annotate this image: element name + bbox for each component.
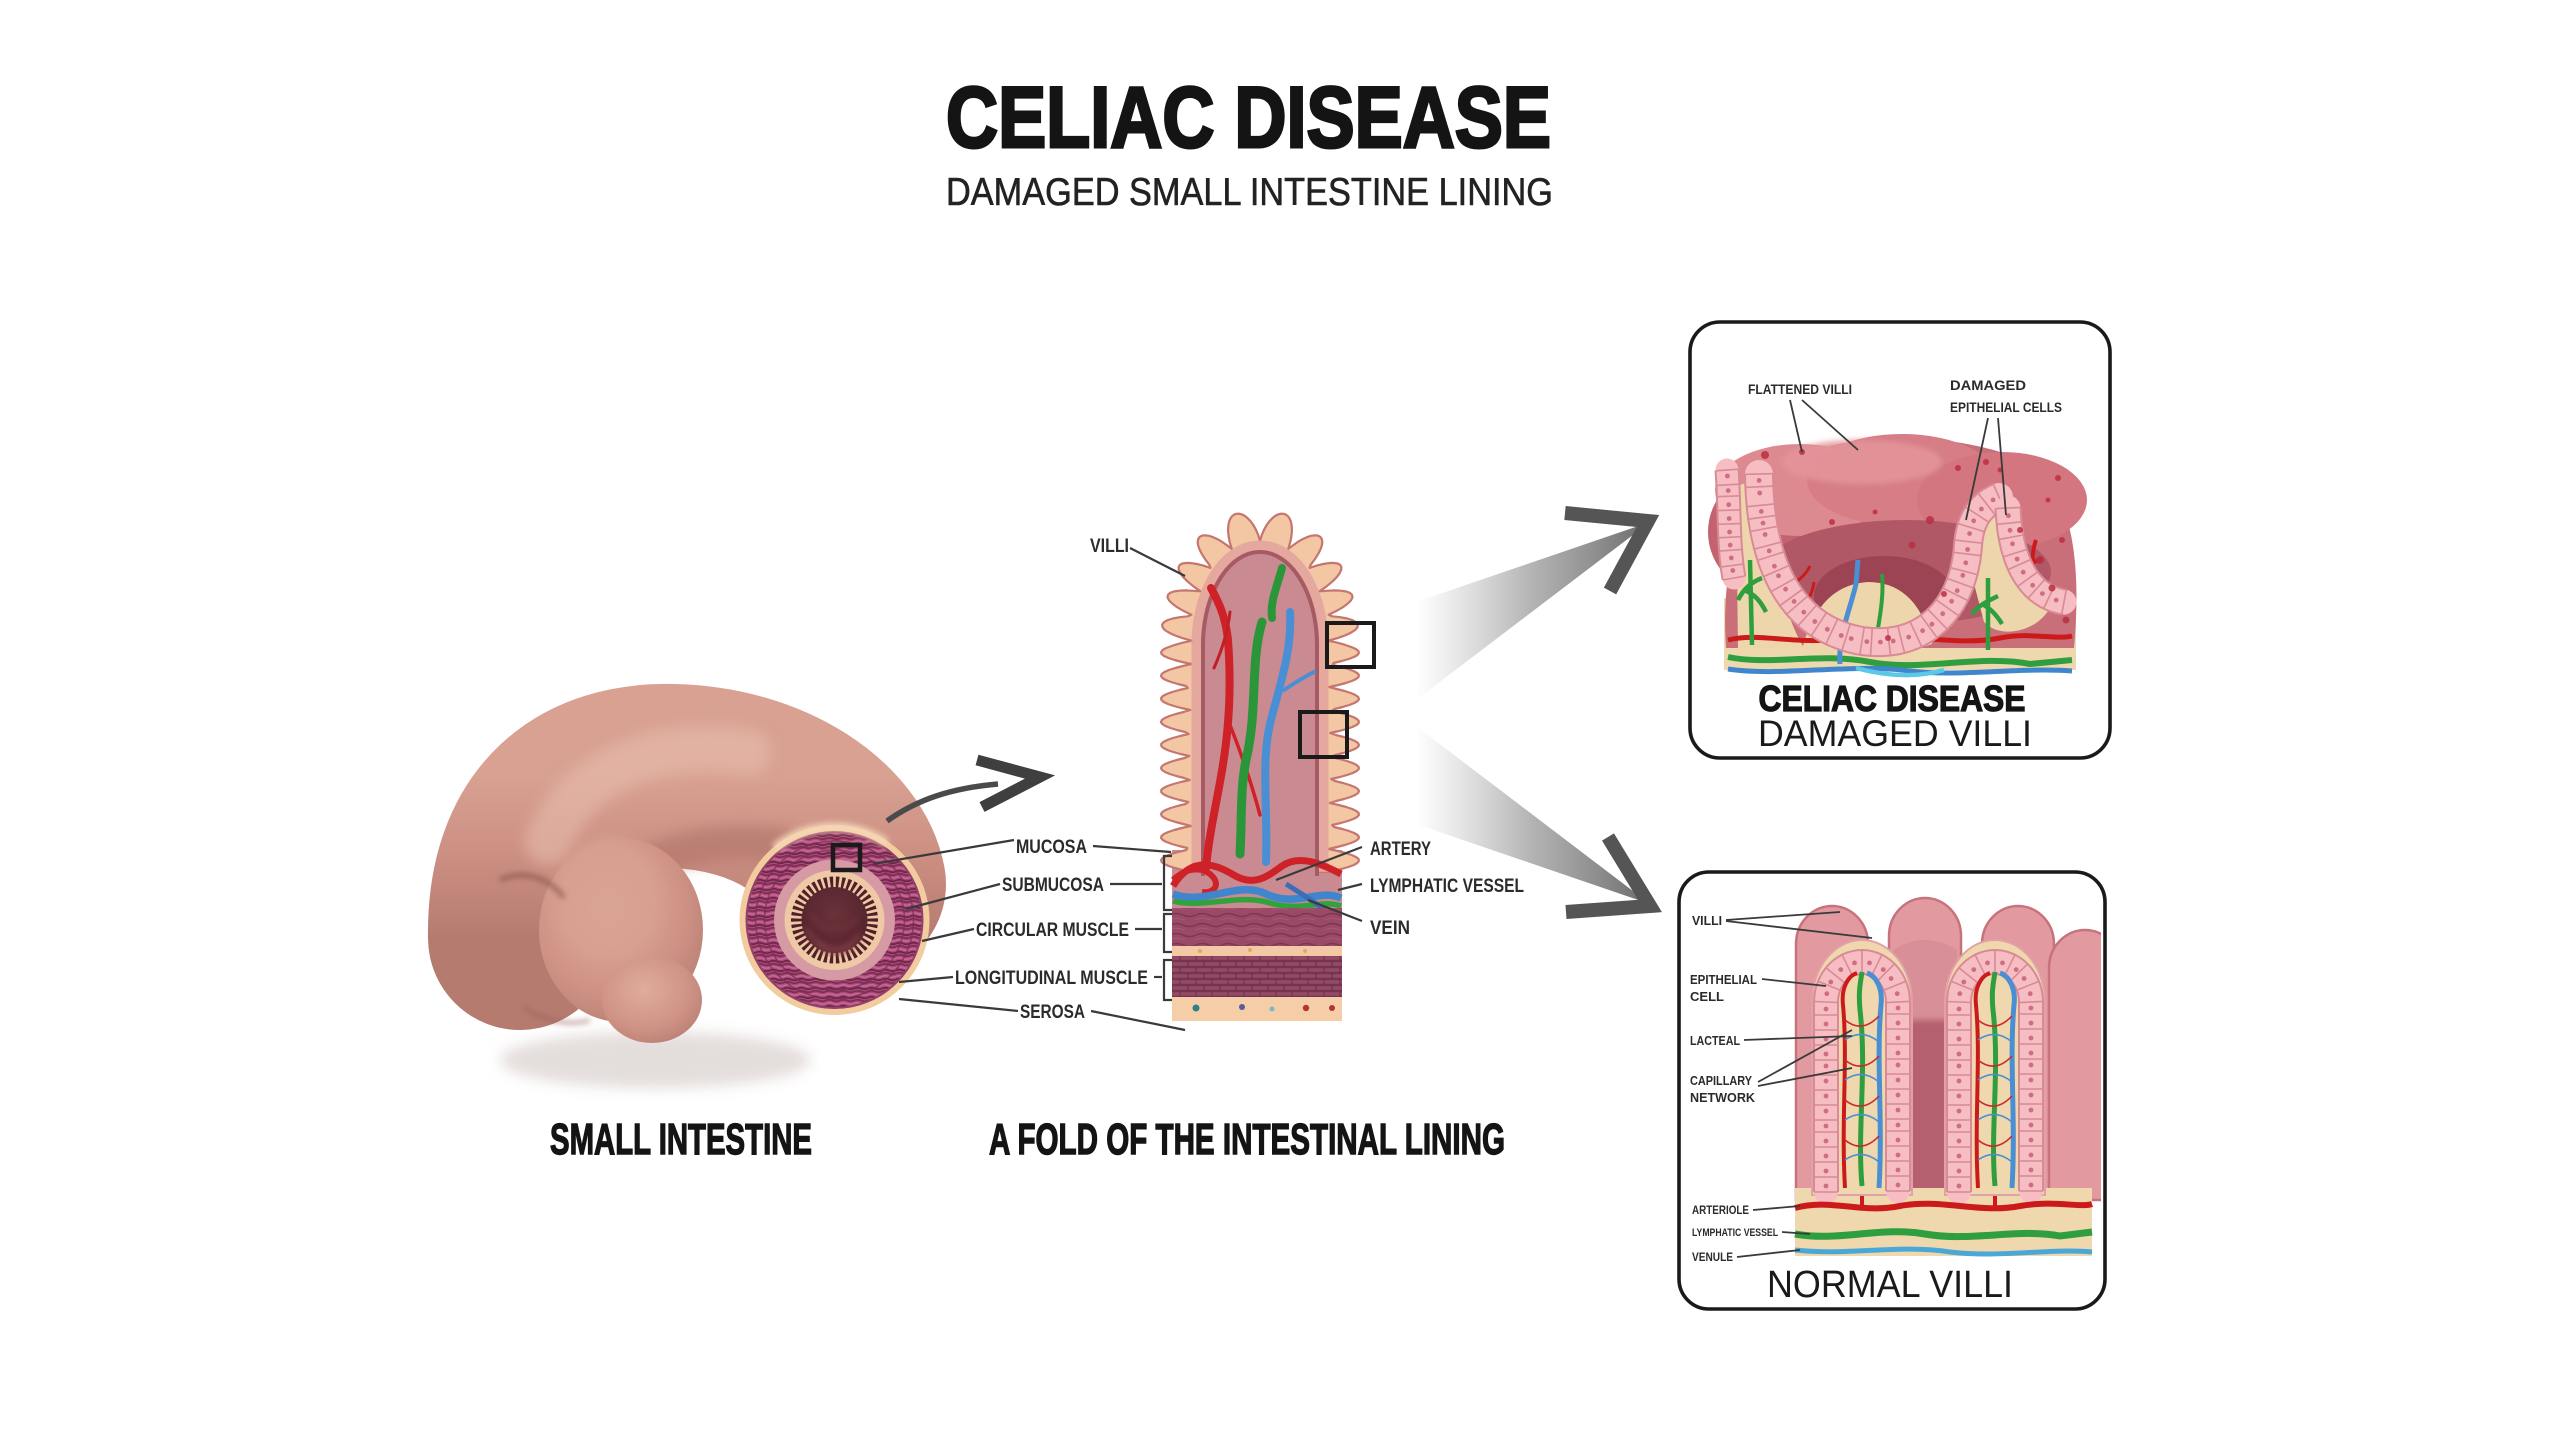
svg-text:VEIN: VEIN bbox=[1370, 918, 1410, 939]
svg-text:MUCOSA: MUCOSA bbox=[1016, 837, 1087, 858]
svg-text:NORMAL VILLI: NORMAL VILLI bbox=[1767, 1264, 2013, 1306]
svg-text:FLATTENED VILLI: FLATTENED VILLI bbox=[1748, 381, 1852, 397]
svg-text:ARTERY: ARTERY bbox=[1370, 839, 1431, 860]
svg-text:VILLI: VILLI bbox=[1692, 913, 1722, 928]
svg-text:CAPILLARY: CAPILLARY bbox=[1690, 1073, 1752, 1088]
svg-text:LYMPHATIC VESSEL: LYMPHATIC VESSEL bbox=[1692, 1227, 1778, 1239]
svg-text:CIRCULAR MUSCLE: CIRCULAR MUSCLE bbox=[976, 920, 1129, 941]
svg-text:LYMPHATIC VESSEL: LYMPHATIC VESSEL bbox=[1370, 876, 1524, 897]
svg-text:SEROSA: SEROSA bbox=[1020, 1002, 1085, 1023]
svg-text:SUBMUCOSA: SUBMUCOSA bbox=[1002, 875, 1104, 896]
svg-text:CELIAC DISEASE: CELIAC DISEASE bbox=[1759, 678, 2026, 719]
svg-text:EPITHELIAL: EPITHELIAL bbox=[1690, 972, 1757, 987]
svg-text:DAMAGED VILLI: DAMAGED VILLI bbox=[1758, 713, 2032, 754]
svg-text:SMALL INTESTINE: SMALL INTESTINE bbox=[550, 1115, 812, 1164]
svg-text:NETWORK: NETWORK bbox=[1690, 1090, 1756, 1105]
svg-text:DAMAGED: DAMAGED bbox=[1950, 377, 2026, 393]
svg-text:ARTERIOLE: ARTERIOLE bbox=[1692, 1203, 1749, 1217]
svg-text:A FOLD OF THE INTESTINAL LININ: A FOLD OF THE INTESTINAL LINING bbox=[989, 1115, 1505, 1164]
svg-text:DAMAGED SMALL INTESTINE LINING: DAMAGED SMALL INTESTINE LINING bbox=[946, 171, 1553, 214]
svg-text:LONGITUDINAL MUSCLE: LONGITUDINAL MUSCLE bbox=[955, 968, 1148, 989]
svg-text:VENULE: VENULE bbox=[1692, 1250, 1733, 1264]
svg-text:LACTEAL: LACTEAL bbox=[1690, 1033, 1740, 1048]
svg-text:CELL: CELL bbox=[1690, 989, 1724, 1004]
svg-text:CELIAC DISEASE: CELIAC DISEASE bbox=[946, 70, 1551, 166]
svg-text:EPITHELIAL CELLS: EPITHELIAL CELLS bbox=[1950, 399, 2062, 415]
svg-text:VILLI: VILLI bbox=[1090, 536, 1129, 557]
